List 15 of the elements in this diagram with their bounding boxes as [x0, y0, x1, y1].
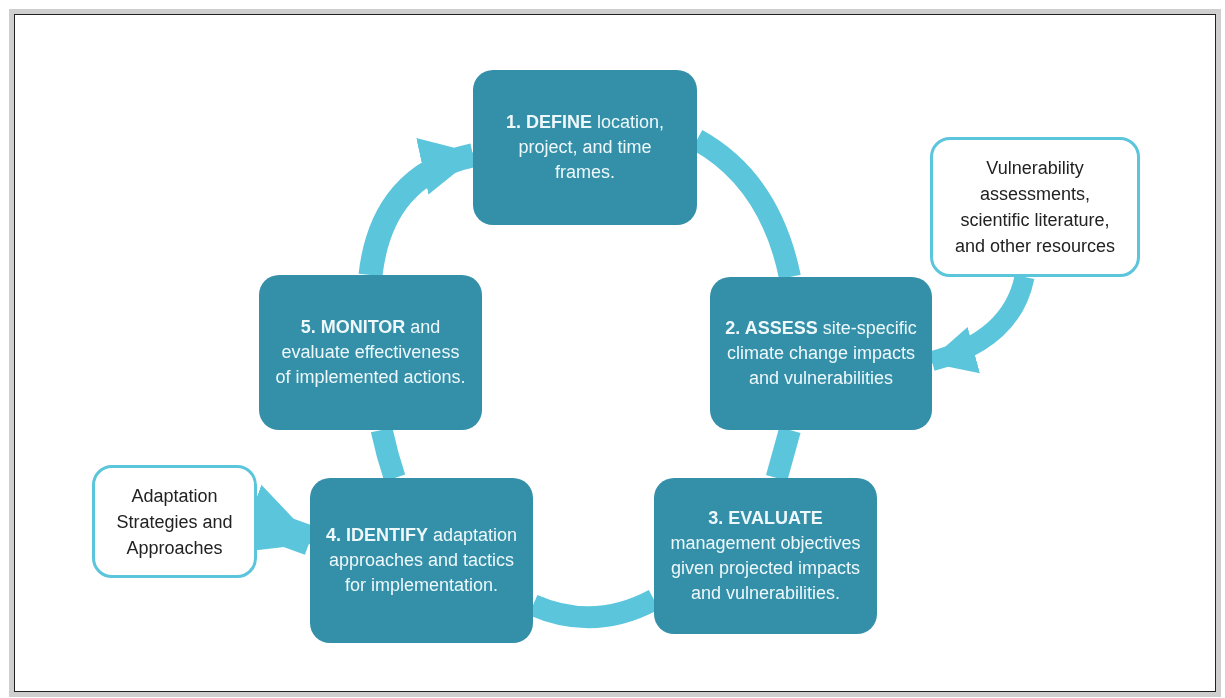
step-text: 3. EVALUATE management objectives given projected impacts and vulnerabilities. [669, 507, 862, 605]
step-box [710, 277, 932, 430]
step-text: Vulnerability assessments, scientific literature, and other resources [953, 157, 1117, 258]
connector-band [766, 427, 801, 481]
step-box [310, 478, 533, 643]
step-box [654, 478, 877, 634]
step-text: 2. ASSESS site-specific climate change impacts and vulnerabilities [724, 317, 918, 390]
step-box [473, 70, 697, 225]
step-text: 1. DEFINE location, project, and time frames. [504, 111, 666, 184]
step-text: 4. IDENTIFY adaptation approaches and tactics for implementation. [324, 524, 519, 597]
source-box [92, 465, 257, 578]
step-text: Adaptation Strategies and Approaches [115, 484, 234, 560]
source-box [930, 137, 1140, 277]
step-box [259, 275, 482, 430]
step-text: 5. MONITOR and evaluate effectiveness of implemented actions. [274, 316, 467, 389]
